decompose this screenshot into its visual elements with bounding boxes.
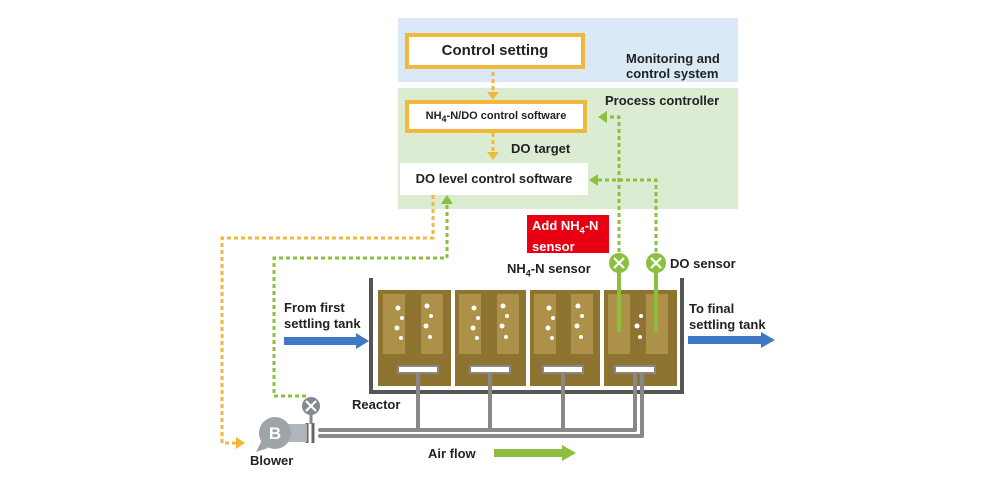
air-flow-arrowhead	[562, 445, 576, 461]
green-link-valve-to-software	[272, 202, 449, 398]
arrowhead-green-do	[589, 174, 598, 186]
from-first-settling-label-line2: settling tank	[284, 316, 361, 331]
monitoring-label-line2: control system	[626, 66, 719, 81]
air-bubbles	[394, 303, 643, 340]
reactor-basin-outline	[369, 278, 684, 394]
arrowhead-yellow-1	[487, 92, 499, 100]
diffuser-heads	[397, 365, 656, 374]
do-sensor-label: DO sensor	[670, 256, 736, 271]
arrowhead-yellow-2	[487, 152, 499, 160]
outflow-arrowhead	[761, 332, 775, 348]
from-first-settling-label-line1: From first	[284, 300, 345, 315]
nh4-sensor-label: NH4-N sensor	[507, 261, 591, 279]
air-flow-label: Air flow	[428, 446, 476, 461]
control-setting-label: Control setting	[441, 42, 549, 59]
nh4-do-software-label: NH4-N/DO control software	[425, 110, 567, 125]
process-controller-label: Process controller	[605, 93, 720, 108]
green-link-do-sensor	[597, 178, 658, 252]
arrowhead-green-up	[441, 195, 453, 204]
do-level-software-box	[400, 163, 588, 195]
green-link-nh4-sensor	[606, 115, 621, 252]
blower-icon	[259, 417, 291, 449]
do-level-software-label: DO level control software	[415, 171, 573, 186]
air-pipe-network	[318, 370, 644, 438]
add-nh4-sensor-tag: Add NH4-N sensor	[527, 215, 609, 254]
reactor-label: Reactor	[352, 397, 401, 412]
control-setting-box	[405, 33, 585, 69]
to-final-settling-label-line1: To final	[689, 301, 735, 316]
do-target-label: DO target	[511, 141, 571, 156]
blower-symbol: B	[269, 424, 281, 443]
monitoring-label-line1: Monitoring and	[626, 51, 720, 66]
to-final-settling-label-line2: settling tank	[689, 317, 766, 332]
blower-housing	[256, 440, 268, 452]
nh4-sensor-x-mark	[613, 257, 625, 269]
nh4-do-software-box	[405, 100, 587, 133]
blower-label: Blower	[250, 453, 294, 468]
arrowhead-yellow-blower	[236, 437, 245, 449]
valve-x-mark	[305, 400, 317, 412]
yellow-link-to-blower	[220, 195, 435, 445]
arrowhead-green-nh4	[598, 111, 607, 123]
inflow-arrowhead	[356, 333, 369, 349]
do-sensor-x-mark	[650, 257, 662, 269]
